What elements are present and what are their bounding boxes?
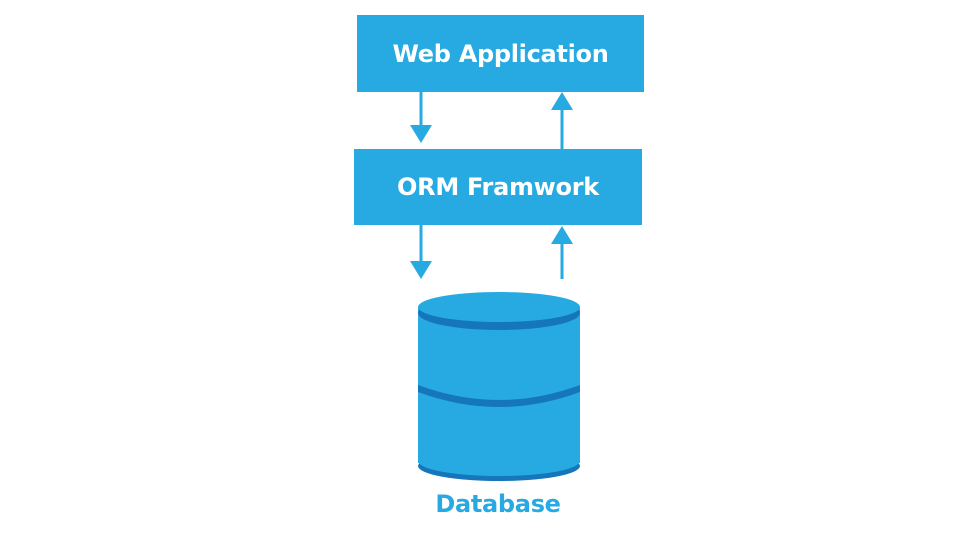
database-label: Database: [435, 490, 561, 518]
arrow-db-to-orm: [551, 226, 573, 279]
orm-framework-box: ORM Framwork: [354, 149, 642, 225]
orm-framework-label: ORM Framwork: [397, 173, 599, 201]
arrow-orm-to-db: [410, 225, 432, 279]
database-icon: [418, 292, 580, 481]
web-application-box: Web Application: [357, 15, 644, 92]
web-application-label: Web Application: [392, 39, 609, 68]
arrow-orm-to-web: [551, 92, 573, 149]
arrow-web-to-orm: [410, 92, 432, 143]
